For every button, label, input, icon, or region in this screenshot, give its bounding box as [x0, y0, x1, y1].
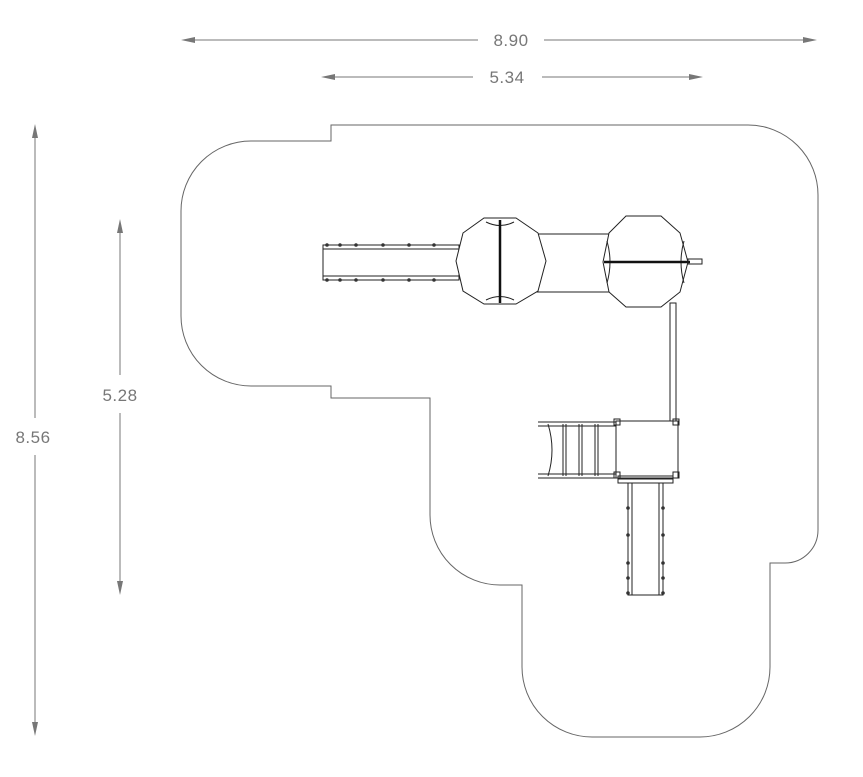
arrowhead-up-icon — [32, 124, 38, 138]
rivet — [661, 506, 665, 510]
rivet — [381, 278, 385, 282]
lower-slide — [617, 475, 674, 596]
lower-slide-bed — [627, 482, 664, 596]
structure-depth-label: 5.28 — [102, 386, 137, 405]
rivet — [626, 533, 630, 537]
deck-post — [613, 471, 621, 479]
ladder-rung — [547, 423, 553, 477]
arrowhead-left-icon — [321, 74, 335, 80]
right-tower-roof — [602, 215, 703, 308]
rivet — [338, 278, 342, 282]
rivet — [325, 278, 329, 282]
rivet — [381, 243, 385, 247]
rivet — [661, 576, 665, 580]
deck-post — [672, 418, 680, 426]
arrowhead-right-icon — [803, 37, 817, 43]
rivet — [338, 243, 342, 247]
rivet — [354, 243, 358, 247]
dimension-overall-width: 8.90 — [181, 31, 817, 50]
use-zone-outline — [180, 124, 819, 738]
upper-slide-bed — [322, 244, 460, 281]
dimension-structure-width: 5.34 — [321, 68, 703, 87]
deck-post — [672, 471, 680, 479]
rivet — [432, 278, 436, 282]
arrowhead-left-icon — [181, 37, 195, 43]
arrowhead-down-icon — [32, 722, 38, 736]
left-tower-roof — [455, 217, 547, 305]
upper-slide-rivets — [325, 243, 436, 282]
rivet — [661, 533, 665, 537]
ladder — [538, 421, 616, 479]
rivet — [626, 591, 630, 595]
rivet — [661, 561, 665, 565]
dimension-overall-depth: 8.56 — [15, 124, 50, 736]
upper-slide — [322, 243, 460, 282]
rivet — [407, 243, 411, 247]
dimension-structure-depth: 5.28 — [102, 219, 137, 595]
rivet — [407, 278, 411, 282]
arrowhead-right-icon — [689, 74, 703, 80]
overall-width-label: 8.90 — [493, 31, 528, 50]
lower-deck — [613, 418, 680, 479]
rivet — [432, 243, 436, 247]
right-roof-flag-post — [687, 258, 703, 265]
rivet — [325, 243, 329, 247]
rivet — [626, 506, 630, 510]
rivet — [626, 576, 630, 580]
structure-width-label: 5.34 — [489, 68, 524, 87]
arrowhead-up-icon — [117, 219, 123, 233]
rivet — [354, 278, 358, 282]
rivet — [661, 591, 665, 595]
support-rail — [669, 302, 677, 422]
overall-depth-label: 8.56 — [15, 428, 50, 447]
arrowhead-down-icon — [117, 581, 123, 595]
lower-slide-rivets — [626, 506, 665, 595]
rivet — [626, 561, 630, 565]
lower-deck-platform — [615, 420, 679, 479]
